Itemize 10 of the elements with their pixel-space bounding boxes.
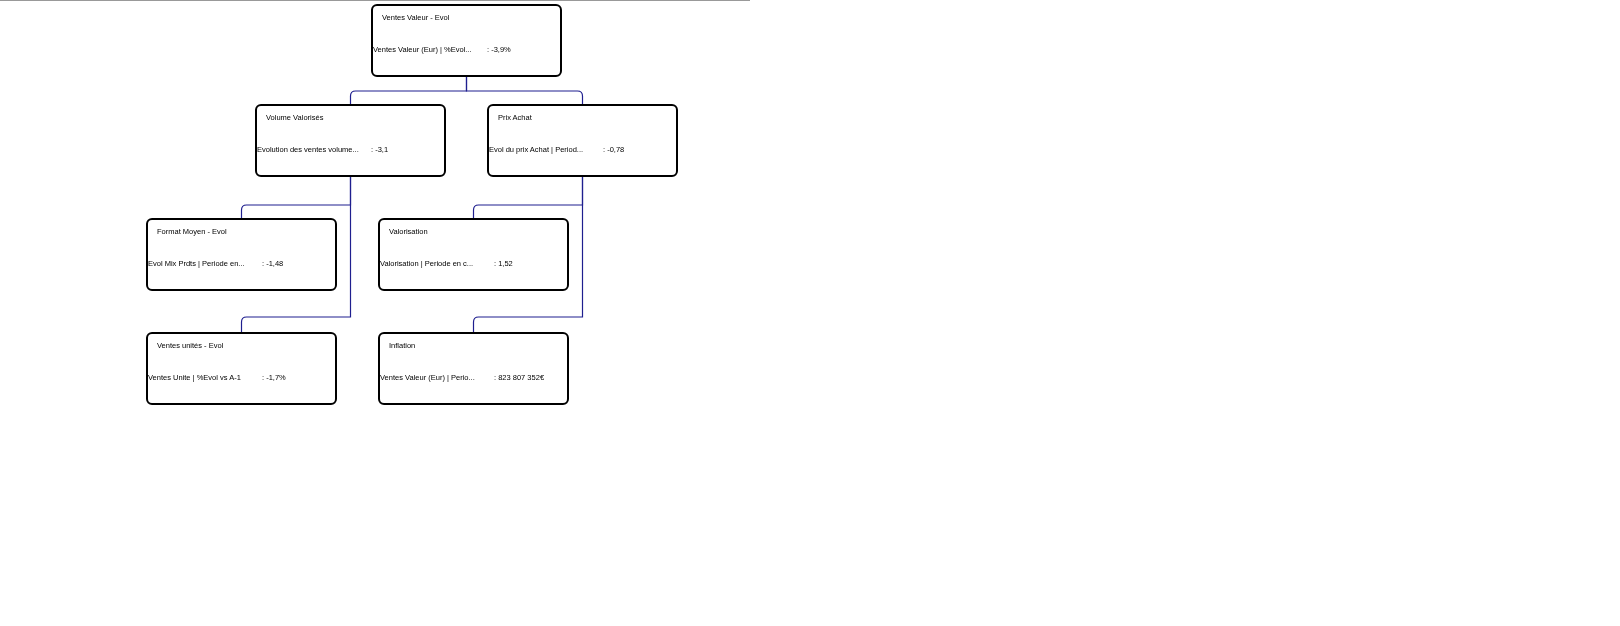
kpi-card (378, 332, 569, 405)
connector-line (240, 176, 352, 333)
connector-line (472, 176, 584, 333)
kpi-card (255, 104, 446, 177)
kpi-card (371, 4, 562, 77)
kpi-card (378, 218, 569, 291)
kpi-card (146, 332, 337, 405)
connector-line (465, 76, 584, 105)
kpi-card (487, 104, 678, 177)
kpi-card (146, 218, 337, 291)
